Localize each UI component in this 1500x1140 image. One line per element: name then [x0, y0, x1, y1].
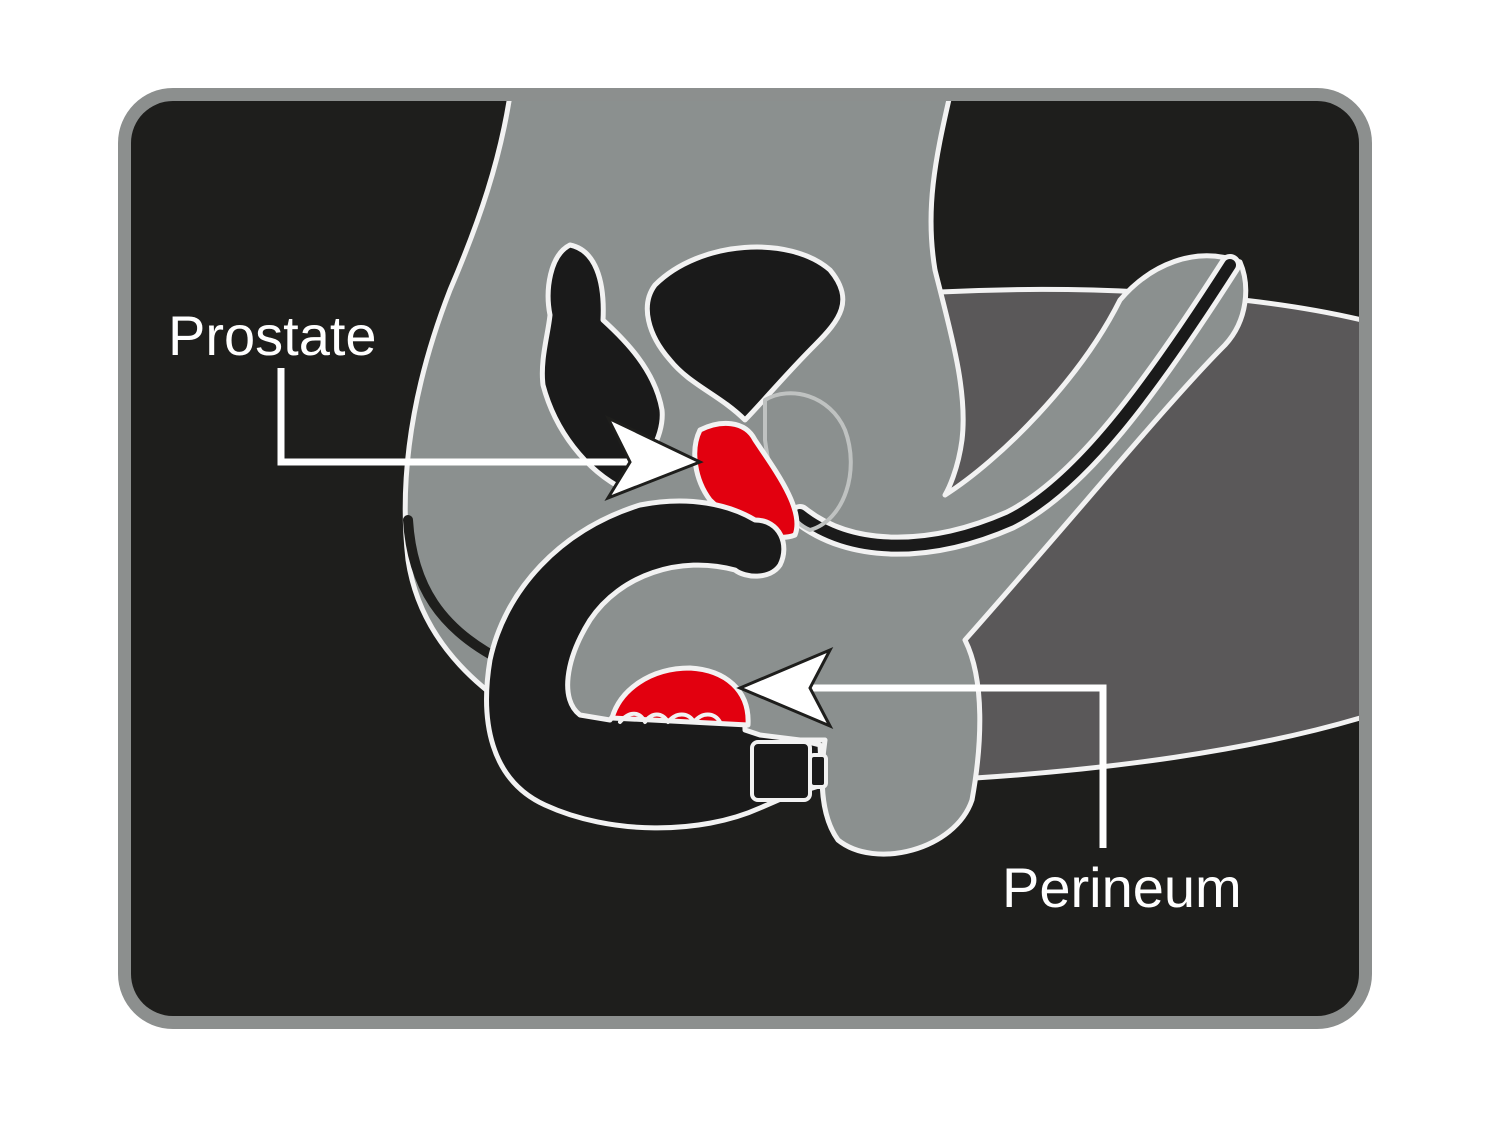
- device-base: [752, 742, 810, 800]
- prostate-label: Prostate: [168, 304, 377, 367]
- perineum-label: Perineum: [1002, 856, 1242, 919]
- device-cap: [810, 755, 826, 787]
